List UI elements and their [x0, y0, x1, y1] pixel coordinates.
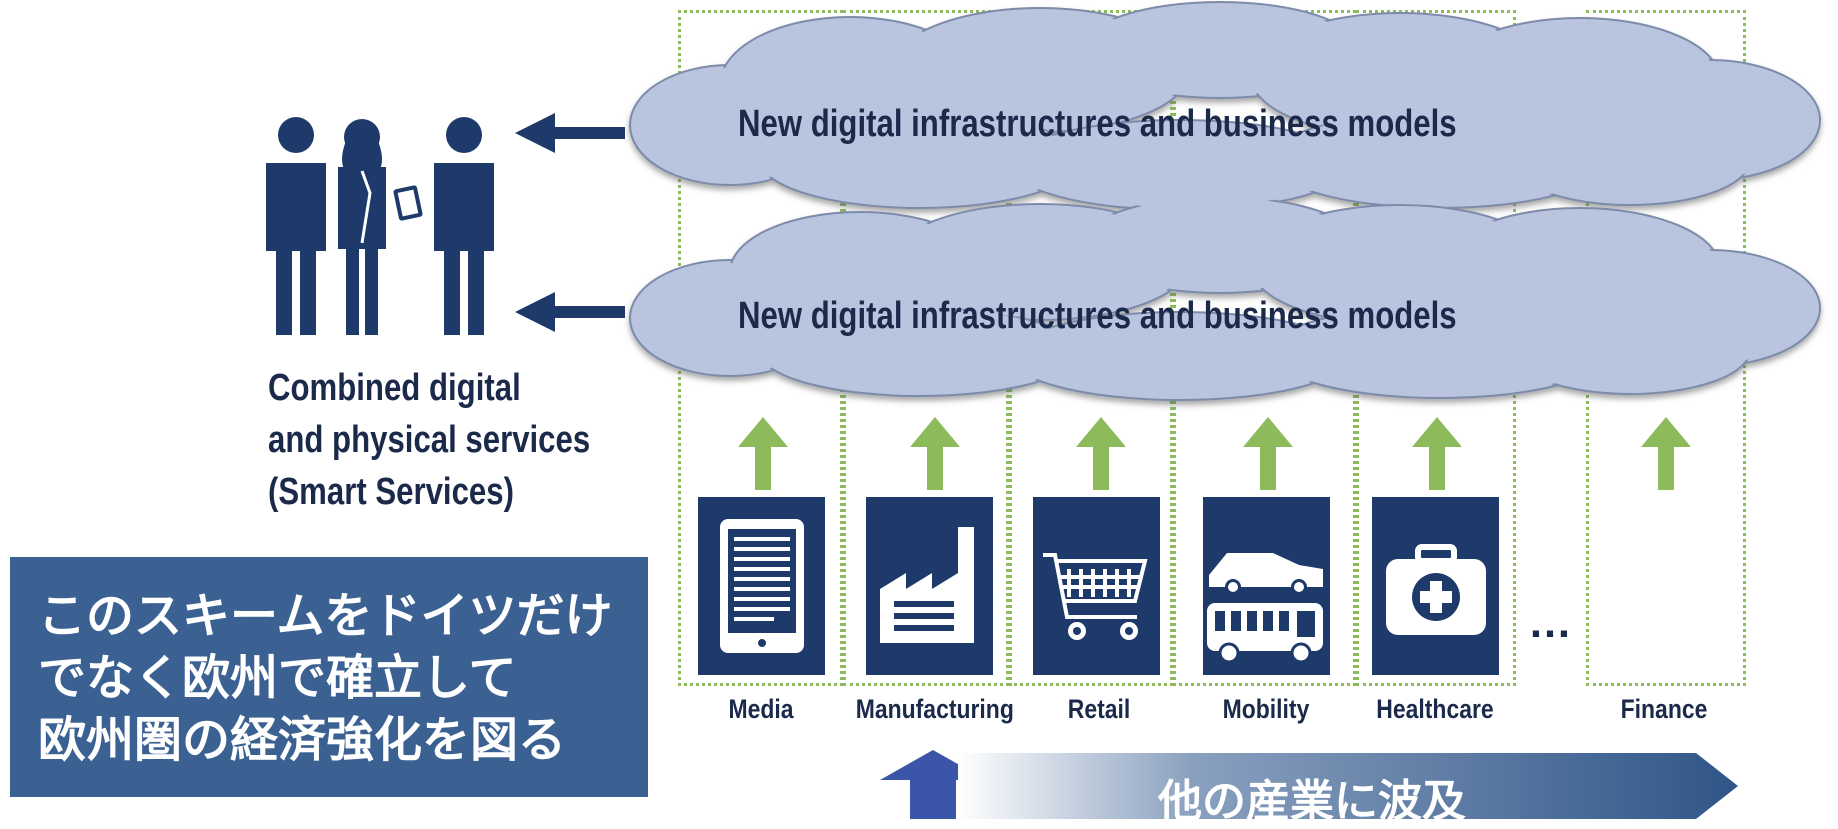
cloud-top-label: New digital infrastructures and business… — [738, 103, 1457, 145]
industry-label-retail: Retail — [1067, 694, 1131, 724]
callout-line-3: 欧州圏の経済強化を図る — [38, 712, 567, 768]
tile-manufacturing — [866, 497, 993, 675]
spread-banner-arrow — [958, 753, 1738, 819]
industry-label-manufacturing: Manufacturing — [855, 694, 1014, 724]
green-up-arrow-healthcare — [1412, 417, 1462, 490]
first-aid-kit-icon — [1386, 544, 1486, 635]
tile-retail — [1033, 497, 1160, 675]
industry-label-media: Media — [728, 694, 794, 724]
people-icon — [266, 117, 494, 335]
industry-label-mobility: Mobility — [1222, 694, 1310, 724]
banner-label: 他の産業に波及 — [1158, 776, 1466, 827]
green-up-arrow-mobility — [1243, 417, 1293, 490]
callout-line-2: でなく欧州で確立して — [38, 650, 517, 706]
industry-label-healthcare: Healthcare — [1376, 694, 1494, 724]
green-up-arrow-retail — [1076, 417, 1126, 490]
callout-box: このスキームをドイツだけ でなく欧州で確立して 欧州圏の経済強化を図る — [10, 557, 648, 797]
tablet-icon — [720, 519, 804, 653]
services-line-3: (Smart Services) — [268, 471, 514, 513]
green-up-arrow-media — [738, 417, 788, 490]
tile-media — [698, 497, 825, 675]
factory-icon — [880, 527, 974, 643]
callout-line-1: このスキームをドイツだけ — [38, 588, 613, 644]
arrow-left-bottom — [515, 292, 625, 332]
ellipsis: … — [1528, 598, 1574, 647]
car-bus-icon — [1207, 553, 1323, 664]
services-line-1: Combined digital — [268, 367, 521, 409]
services-label: Combined digital and physical services (… — [268, 362, 590, 518]
green-up-arrow-finance — [1641, 417, 1691, 490]
arrow-left-top — [515, 113, 625, 153]
tile-mobility — [1203, 497, 1330, 675]
services-line-2: and physical services — [268, 419, 591, 461]
tile-healthcare — [1372, 497, 1499, 675]
industry-label-finance: Finance — [1620, 694, 1708, 724]
shopping-cart-icon — [1043, 553, 1148, 640]
callout-text: このスキームをドイツだけ でなく欧州で確立して 欧州圏の経済強化を図る — [38, 585, 613, 771]
cloud-bottom-label: New digital infrastructures and business… — [738, 295, 1457, 337]
cloud-shapes — [629, 1, 1821, 401]
green-up-arrow-manufacturing — [910, 417, 960, 490]
